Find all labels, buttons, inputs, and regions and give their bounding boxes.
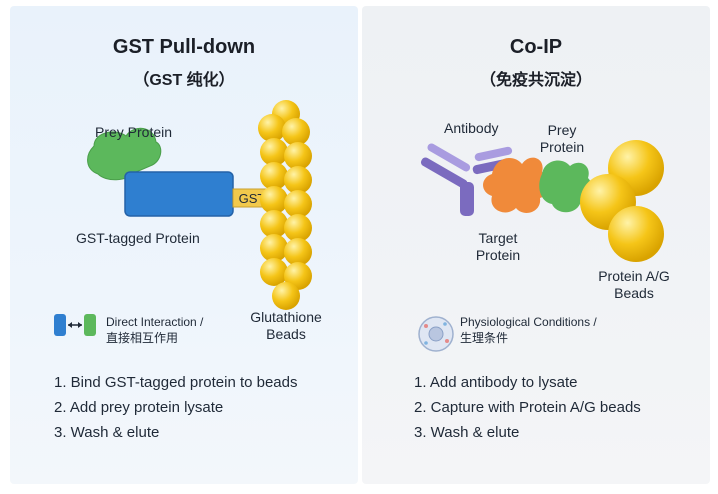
- step-item: 1. Add antibody to lysate: [414, 374, 578, 391]
- gst-pulldown-panel: GST GST Pull-down: [10, 6, 358, 484]
- target-protein-shape: [483, 157, 551, 213]
- gst-pulldown-illustration: GST: [54, 100, 312, 336]
- panel-subtitle: （免疫共沉淀）: [479, 72, 592, 89]
- co-ip-panel: Co-IP （免疫共沉淀） Antibody Prey Protein Targ…: [362, 6, 710, 484]
- legend-line1: Physiological Conditions /: [460, 315, 597, 329]
- beads-label-line1: Glutathione: [250, 309, 322, 325]
- beads-label-line2: Beads: [266, 326, 306, 342]
- glutathione-beads-label: Glutathione Beads: [236, 309, 336, 343]
- step-item: 2. Capture with Protein A/G beads: [414, 399, 641, 416]
- gst-tag-label: GST: [239, 191, 266, 206]
- prey-label-line1: Prey: [547, 122, 577, 138]
- antibody-label: Antibody: [444, 120, 499, 136]
- step-item: 3. Wash & elute: [414, 424, 520, 441]
- prey-protein-label: Prey Protein: [95, 124, 173, 140]
- beads-label-line1: Protein A/G: [598, 268, 670, 284]
- panel-subtitle: （GST 纯化）: [133, 72, 235, 89]
- protein-ag-beads-label: Protein A/G Beads: [584, 268, 684, 302]
- target-label-line2: Protein: [475, 247, 521, 263]
- step-item: 3. Wash & elute: [54, 424, 160, 441]
- cell-icon: [418, 316, 454, 352]
- prey-protein-shape: [539, 160, 593, 213]
- legend-line1: Direct Interaction /: [106, 315, 204, 329]
- steps-list: 1. Bind GST-tagged protein to beads 2. A…: [54, 370, 298, 445]
- co-ip-illustration: [418, 140, 664, 352]
- arrows-interaction-icon: [54, 314, 96, 336]
- prey-protein-shape: [87, 127, 162, 181]
- prey-label-line2: Protein: [539, 139, 585, 155]
- target-label-line1: Target: [478, 230, 518, 246]
- step-item: 1. Bind GST-tagged protein to beads: [54, 374, 298, 391]
- gst-tagged-protein-label: GST-tagged Protein: [76, 230, 200, 246]
- target-protein-label: Target Protein: [468, 230, 528, 264]
- legend-line2: 生理条件: [460, 331, 509, 345]
- panel-title: Co-IP: [509, 36, 563, 58]
- legend-direct-interaction: Direct Interaction / 直接相互作用: [106, 314, 203, 346]
- step-item: 2. Add prey protein lysate: [54, 399, 224, 416]
- gst-tagged-protein-shape: [124, 171, 234, 217]
- prey-protein-label: Prey Protein: [532, 122, 592, 156]
- legend-line2: 直接相互作用: [106, 331, 179, 345]
- beads-label-line2: Beads: [614, 285, 654, 301]
- panel-title: GST Pull-down: [112, 36, 256, 58]
- protein-ag-beads: [580, 140, 664, 262]
- glutathione-beads-column: [258, 100, 312, 310]
- legend-physiological-conditions: Physiological Conditions / 生理条件: [460, 314, 597, 346]
- steps-list: 1. Add antibody to lysate 2. Capture wit…: [414, 370, 641, 445]
